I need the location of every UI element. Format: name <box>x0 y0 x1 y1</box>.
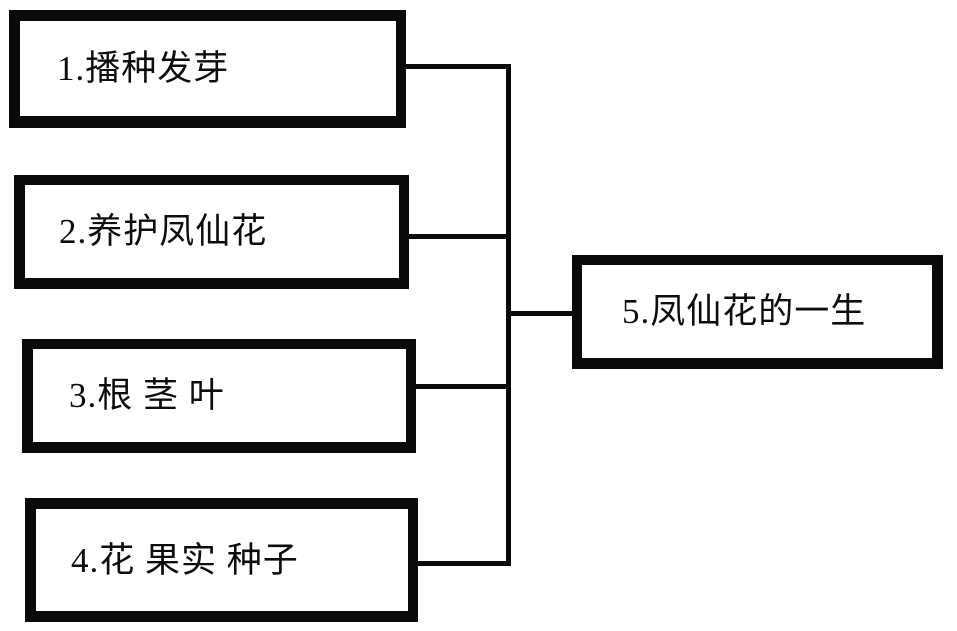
connector-root-link <box>506 311 574 316</box>
node-label-5: 5.凤仙花的一生 <box>622 292 867 331</box>
node-label-1: 1.播种发芽 <box>57 49 230 88</box>
node-box-3[interactable]: 3.根 茎 叶 <box>22 339 416 453</box>
node-box-2[interactable]: 2.养护凤仙花 <box>14 175 409 289</box>
node-label-3: 3.根 茎 叶 <box>69 376 225 415</box>
connector-branch-3 <box>413 384 511 389</box>
connector-branch-1 <box>403 64 511 69</box>
node-label-2: 2.养护凤仙花 <box>59 212 268 251</box>
node-label-4: 4.花 果实 种子 <box>71 540 299 580</box>
node-box-5-root[interactable]: 5.凤仙花的一生 <box>572 255 943 369</box>
node-box-1[interactable]: 1.播种发芽 <box>9 10 406 128</box>
connector-branch-2 <box>406 234 511 239</box>
connector-branch-4 <box>415 561 511 566</box>
node-box-4[interactable]: 4.花 果实 种子 <box>25 498 418 622</box>
